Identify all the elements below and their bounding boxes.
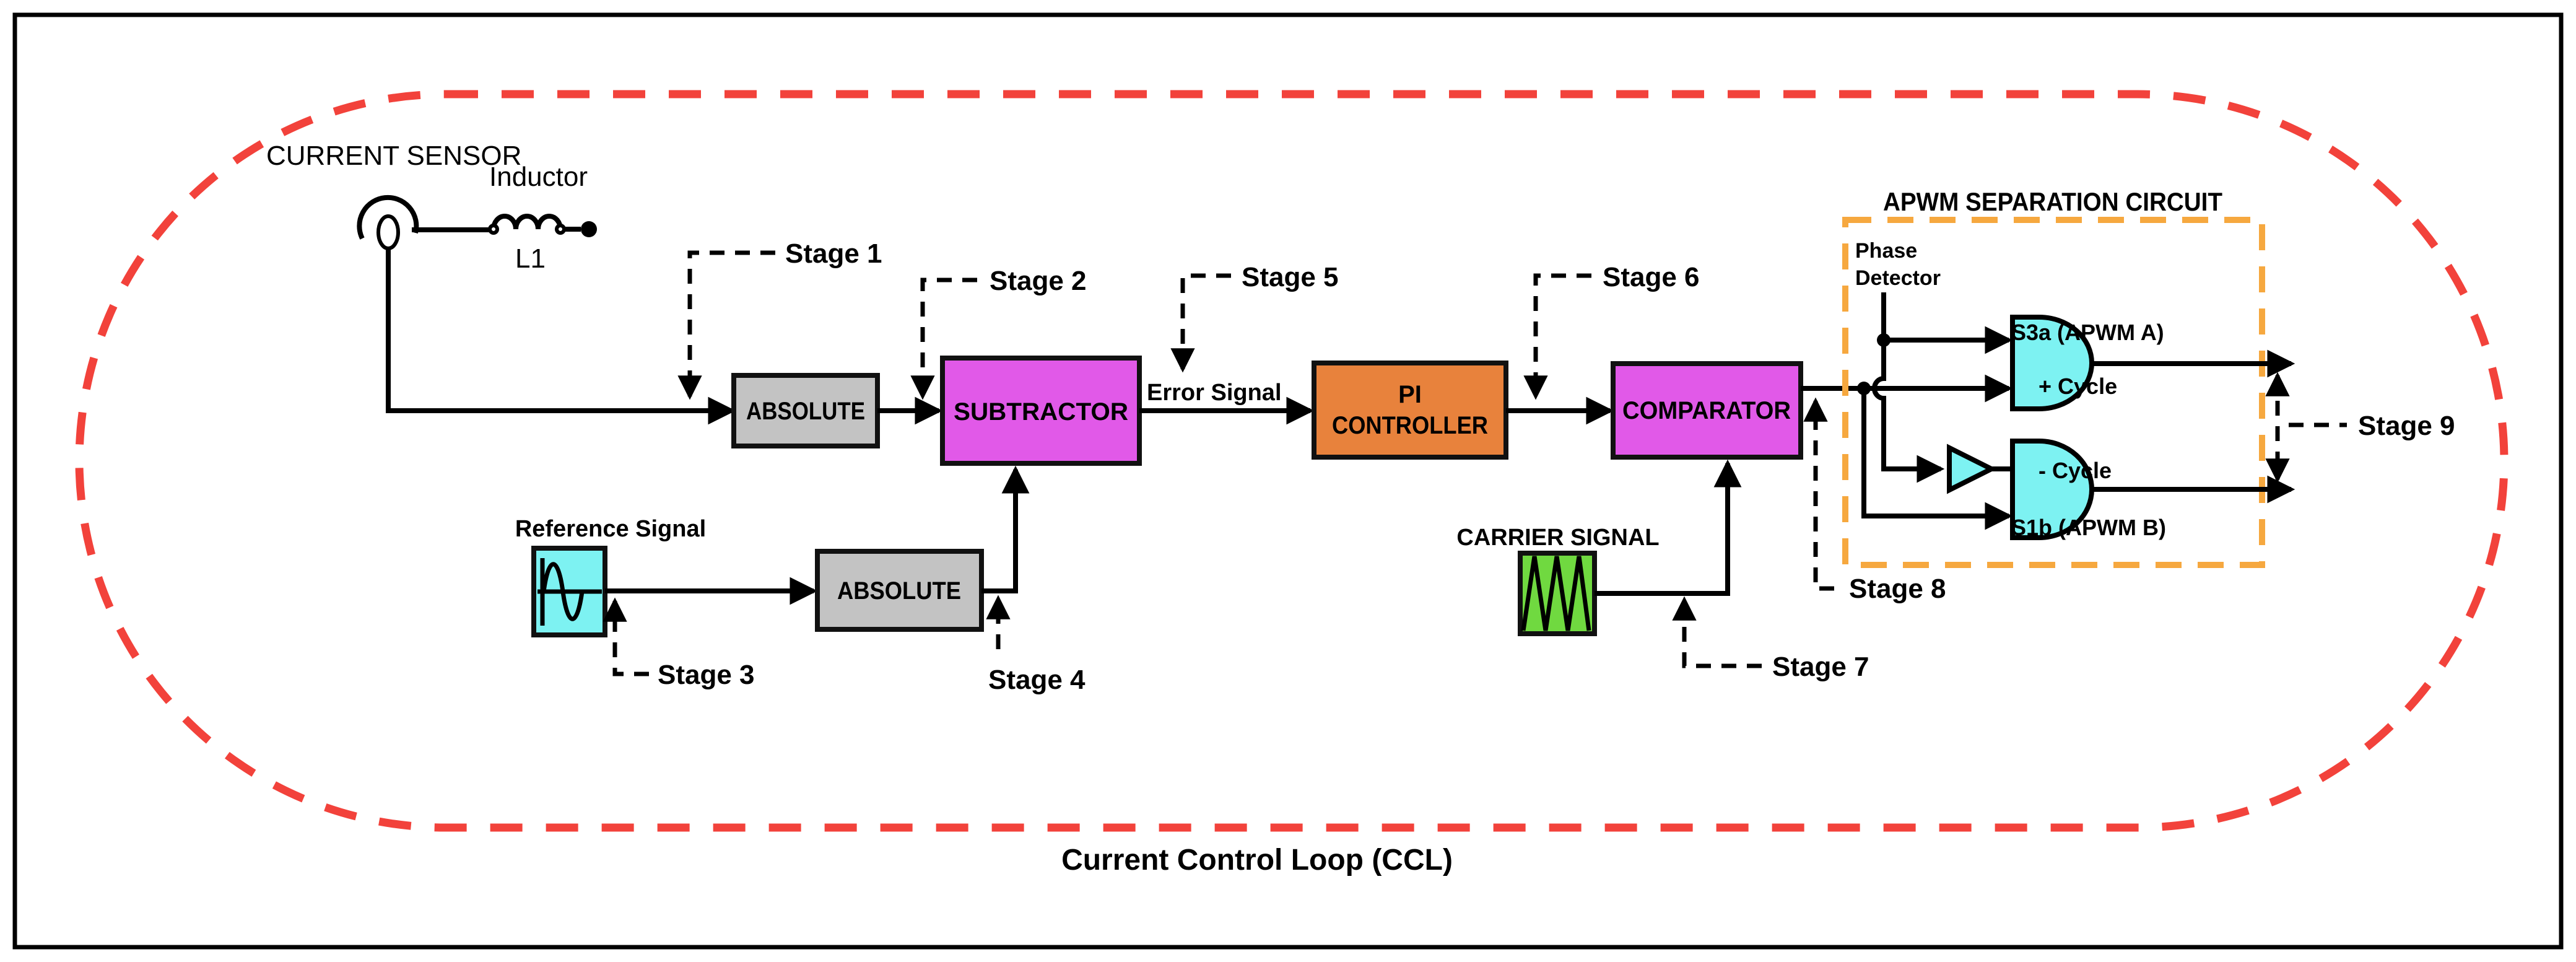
stage-8-label: Stage 8 xyxy=(1849,574,1946,604)
stage-5-label: Stage 5 xyxy=(1242,262,1339,292)
reference-signal-source xyxy=(531,546,607,637)
block-subtractor xyxy=(940,356,1142,466)
stage-7-label: Stage 7 xyxy=(1772,652,1869,682)
stage-1-label: Stage 1 xyxy=(785,238,882,269)
minus-cycle-label: - Cycle xyxy=(2039,458,2112,483)
stage-7-callout-arrow xyxy=(1672,596,1762,668)
stage-3-label: Stage 3 xyxy=(658,660,755,690)
block-absolute-2-label: ABSOLUTE xyxy=(837,577,961,605)
block-pi-controller xyxy=(1312,361,1508,460)
diagram-caption: Current Control Loop (CCL) xyxy=(1061,844,1453,877)
current-sensor-clamp-arc xyxy=(357,195,419,240)
plus-cycle-label: + Cycle xyxy=(2039,374,2117,399)
apwm-b-output-label: S1b (APWM B) xyxy=(2011,515,2166,540)
diagram-frame xyxy=(12,12,2564,950)
wire-phase-detector-to-buffer xyxy=(1872,292,1945,483)
error-signal-label: Error Signal xyxy=(1147,380,1282,406)
apwm-separation-title: APWM SEPARATION CIRCUIT xyxy=(1883,187,2222,216)
wire-sensor-to-absolute1 xyxy=(386,248,736,425)
phase-detector-label-line1: Phase xyxy=(1855,239,1917,263)
current-sensor-label: CURRENT SENSOR xyxy=(266,141,521,171)
inductor-terminal-right xyxy=(555,224,566,235)
inductor-node-dot xyxy=(581,221,597,237)
inductor-ref-label: L1 xyxy=(515,243,546,274)
stage-6-label: Stage 6 xyxy=(1603,262,1700,292)
stage-2-callout-arrow xyxy=(910,278,977,400)
block-subtractor-label: SUBTRACTOR xyxy=(954,398,1128,426)
carrier-signal-label: CARRIER SIGNAL xyxy=(1456,525,1659,551)
stage-4-label: Stage 4 xyxy=(988,665,1086,695)
sine-wave-icon xyxy=(541,562,585,621)
apwm-a-output-label: S3a (APWM A) xyxy=(2011,320,2164,345)
block-absolute-1-label: ABSOLUTE xyxy=(746,398,865,425)
and-gate-a-icon xyxy=(2010,315,2094,411)
block-pi-label-line1: PI xyxy=(1398,381,1422,408)
wire-comparator-branch-to-and2 xyxy=(1861,388,2013,530)
stage-1-callout-arrow xyxy=(677,250,775,400)
current-sensor-symbol xyxy=(357,195,597,250)
block-comparator xyxy=(1611,361,1803,460)
and-gate-b-icon xyxy=(2010,439,2094,540)
reference-signal-label: Reference Signal xyxy=(515,516,706,542)
current-sensor-loop-icon xyxy=(376,214,400,250)
stage-9-label: Stage 9 xyxy=(2358,411,2455,441)
inductor-terminal-left xyxy=(488,224,499,235)
stage-3-callout-arrow xyxy=(603,597,649,676)
junction-dot-comparator-branch xyxy=(1857,382,1871,395)
inductor-label: Inductor xyxy=(489,162,588,192)
triangle-wave-icon xyxy=(1521,556,1591,631)
carrier-signal-source xyxy=(1518,551,1597,636)
junction-dot-phase-detector xyxy=(1877,333,1891,347)
block-pi-label-line2: CONTROLLER xyxy=(1332,412,1488,439)
control-loop-boundary xyxy=(75,90,2509,832)
buffer-gate-icon xyxy=(1947,444,1997,494)
apwm-separation-box xyxy=(1842,217,2265,568)
block-absolute-2 xyxy=(815,549,984,632)
inductor-coil-icon xyxy=(491,214,563,230)
stage-2-label: Stage 2 xyxy=(990,266,1087,296)
block-absolute-1 xyxy=(731,373,880,448)
stage-6-callout-arrow xyxy=(1523,273,1591,400)
phase-detector-label-line2: Detector xyxy=(1855,266,1941,290)
wire-absolute2-to-subtractor xyxy=(981,465,1030,593)
stage-5-callout-arrow xyxy=(1170,273,1231,373)
block-comparator-label: COMPARATOR xyxy=(1622,397,1791,424)
wire-carrier-to-comparator xyxy=(1595,459,1742,596)
